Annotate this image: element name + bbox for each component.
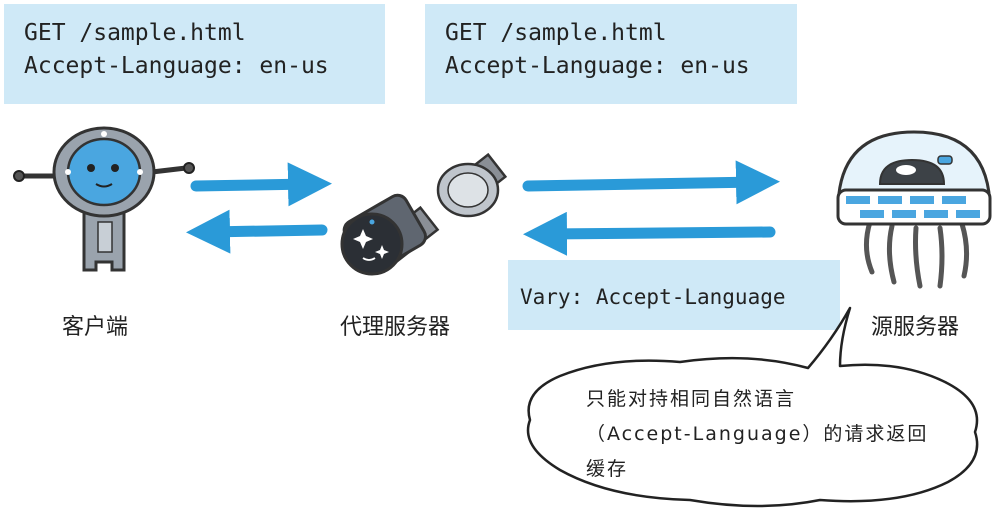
- arrow-proxy-to-origin: [522, 160, 780, 205]
- satellite-proxy-icon: [340, 152, 508, 276]
- note-text: 只能对持相同自然语言 （Accept-Language）的请求返回 缓存: [586, 382, 926, 487]
- arrow-client-to-proxy: [190, 162, 332, 207]
- origin-label: 源服务器: [871, 315, 960, 340]
- arrow-origin-to-proxy: [523, 211, 776, 256]
- client-request-line-1: GET /sample.html: [24, 20, 246, 46]
- vary-header-text: Vary: Accept-Language: [520, 285, 786, 309]
- arrow-proxy-to-client: [186, 209, 328, 254]
- client-request-line-2: Accept-Language: en-us: [24, 53, 329, 79]
- client-request-box: GET /sample.html Accept-Language: en-us: [4, 4, 385, 104]
- proxy-label: 代理服务器: [340, 315, 451, 340]
- note-line-1: 只能对持相同自然语言: [586, 388, 797, 410]
- proxy-request-line-1: GET /sample.html: [445, 20, 667, 46]
- note-line-2: （Accept-Language）的请求返回: [586, 423, 929, 445]
- note-line-3: 缓存: [586, 458, 629, 480]
- proxy-request-line-2: Accept-Language: en-us: [445, 53, 750, 79]
- client-label: 客户端: [62, 315, 129, 340]
- vary-response-box: Vary: Accept-Language: [508, 260, 840, 330]
- proxy-request-box: GET /sample.html Accept-Language: en-us: [425, 4, 797, 104]
- jellyfish-server-icon: [836, 130, 992, 289]
- robot-client-icon: [13, 126, 195, 272]
- note-bubble: [526, 306, 979, 508]
